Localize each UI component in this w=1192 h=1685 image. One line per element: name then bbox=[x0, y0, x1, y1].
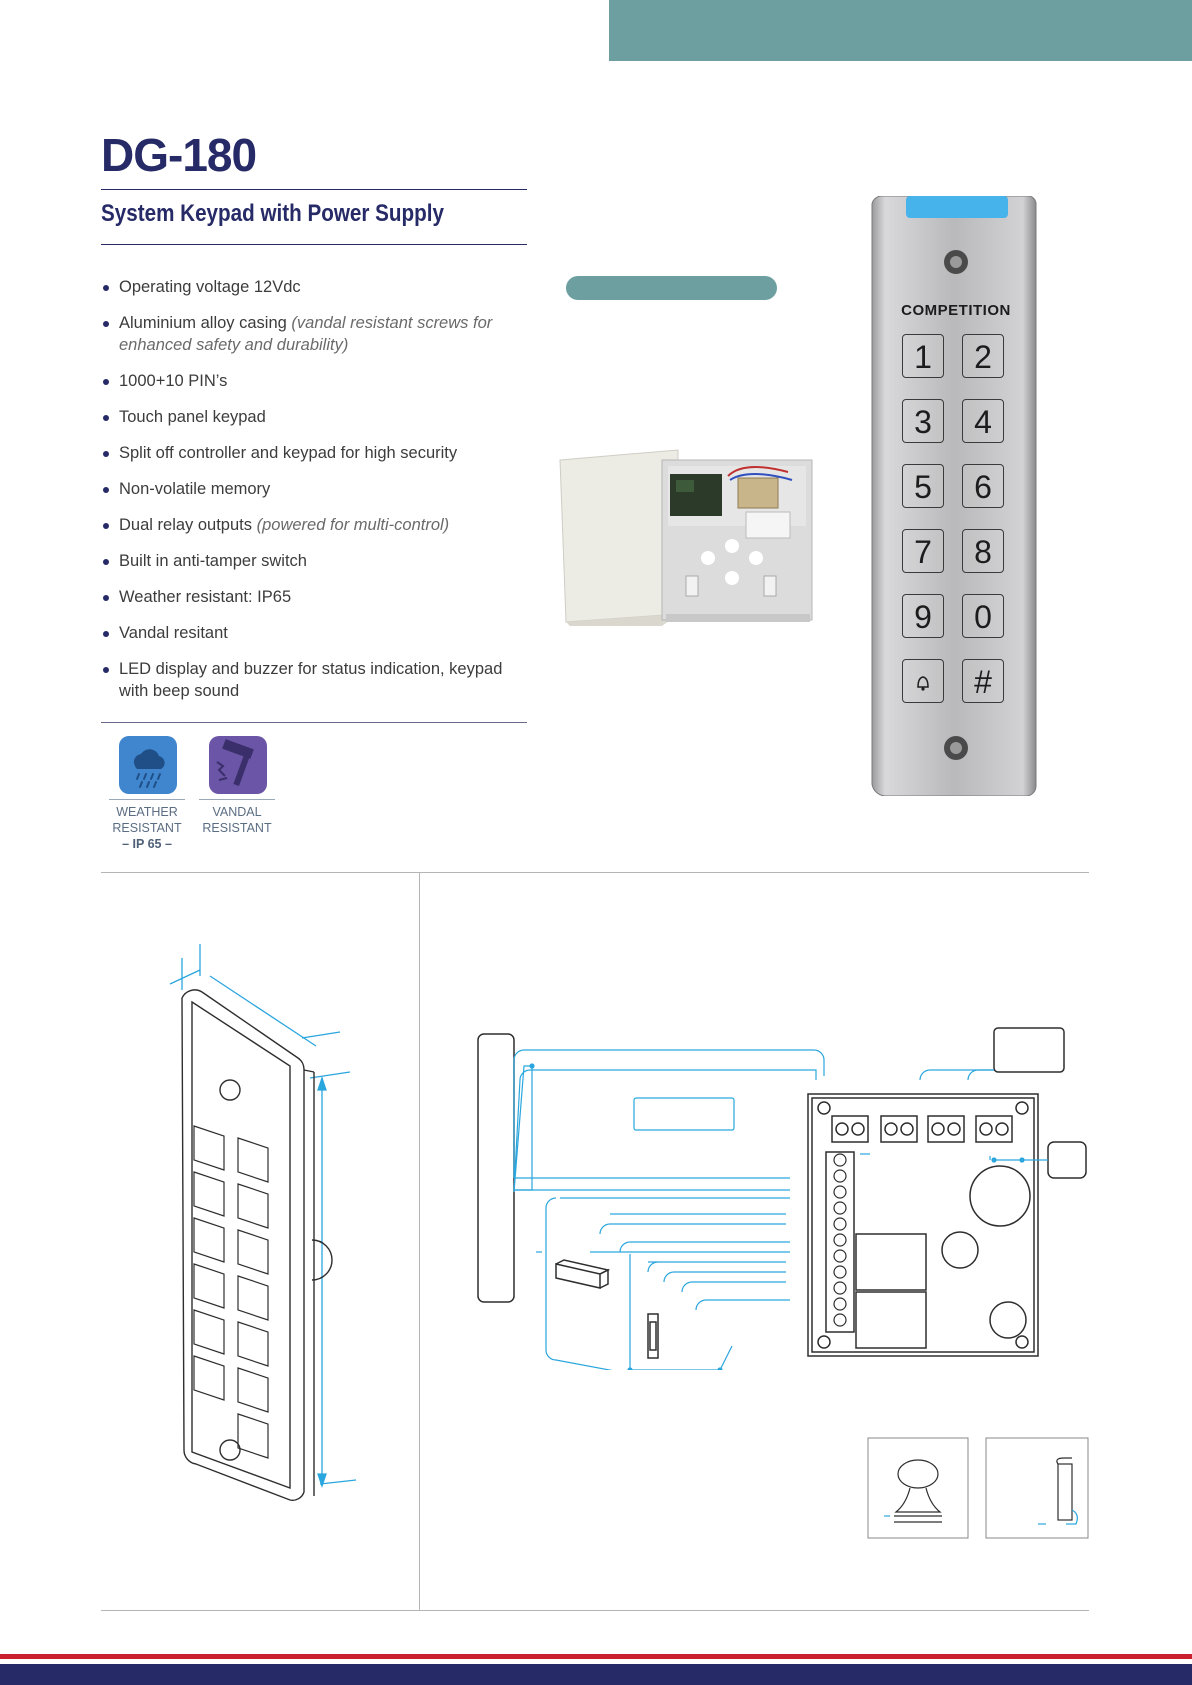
vandal-resistant-caption: VANDAL RESISTANT bbox=[199, 799, 275, 836]
bell-key bbox=[902, 659, 944, 703]
title-rule bbox=[101, 189, 527, 190]
feature-item: LED display and buzzer for status indica… bbox=[101, 658, 531, 702]
feature-item: Vandal resitant bbox=[101, 622, 531, 644]
drawing-key bbox=[237, 1321, 269, 1367]
drawing-key bbox=[193, 1171, 225, 1217]
keypad-key: # bbox=[962, 659, 1004, 703]
terminal-screw bbox=[833, 1233, 847, 1247]
drawing-key bbox=[193, 1125, 225, 1171]
feature-rule bbox=[101, 722, 527, 723]
keypad-key: 3 bbox=[902, 399, 944, 443]
terminal-screw bbox=[833, 1249, 847, 1263]
tamper-switch-outline bbox=[1047, 1141, 1087, 1179]
terminal-screw bbox=[833, 1313, 847, 1327]
terminal-screw bbox=[833, 1185, 847, 1199]
product-subtitle: System Keypad with Power Supply bbox=[101, 200, 444, 227]
wiring-diagram bbox=[477, 1027, 1087, 1370]
feature-list: Operating voltage 12Vdc Aluminium alloy … bbox=[101, 276, 531, 716]
feature-item: Operating voltage 12Vdc bbox=[101, 276, 531, 298]
drawing-key bbox=[237, 1275, 269, 1321]
keypad-key: 5 bbox=[902, 464, 944, 508]
terminal-screw bbox=[833, 1281, 847, 1295]
drawing-key bbox=[193, 1217, 225, 1263]
terminal-box-outline bbox=[993, 1027, 1065, 1073]
keypad-key: 2 bbox=[962, 334, 1004, 378]
feature-item: Weather resistant: IP65 bbox=[101, 586, 531, 608]
terminal-screw bbox=[833, 1169, 847, 1183]
keypad-key: 8 bbox=[962, 529, 1004, 573]
controller-board-outline bbox=[807, 1093, 1039, 1357]
exit-button-icon bbox=[894, 1459, 942, 1523]
vandal-resistant-badge bbox=[209, 736, 267, 794]
dimension-drawing bbox=[169, 944, 357, 1501]
terminal-screw bbox=[833, 1201, 847, 1215]
drawing-key bbox=[237, 1183, 269, 1229]
keypad-brand-label: COMPETITION bbox=[901, 302, 1011, 319]
door-sensor-icon bbox=[1056, 1457, 1073, 1521]
terminal-screw bbox=[833, 1217, 847, 1231]
terminal-screw bbox=[833, 1153, 847, 1167]
keypad-key: 7 bbox=[902, 529, 944, 573]
terminal-screw bbox=[833, 1297, 847, 1311]
weather-resistant-badge bbox=[119, 736, 177, 794]
subtitle-rule bbox=[101, 244, 527, 245]
drawing-key bbox=[193, 1309, 225, 1355]
top-banner bbox=[609, 0, 1192, 61]
feature-item: Touch panel keypad bbox=[101, 406, 531, 428]
section-divider-vertical bbox=[419, 872, 420, 1610]
drawing-key bbox=[193, 1263, 225, 1309]
footer-accent-bar bbox=[0, 1654, 1192, 1659]
drawing-key bbox=[237, 1367, 269, 1413]
hammer-icon bbox=[216, 739, 254, 787]
keypad-key: 1 bbox=[902, 334, 944, 378]
feature-item: Aluminium alloy casing (vandal resistant… bbox=[101, 312, 531, 356]
rain-cloud-icon bbox=[133, 749, 165, 788]
drawing-key bbox=[193, 1355, 225, 1401]
section-divider-top bbox=[101, 872, 1089, 873]
section-divider-bottom bbox=[101, 1610, 1089, 1611]
feature-item: Non-volatile memory bbox=[101, 478, 531, 500]
weather-resistant-caption: WEATHER RESISTANT – IP 65 – bbox=[109, 799, 185, 852]
footer-bar bbox=[0, 1664, 1192, 1685]
product-code: DG-180 bbox=[101, 129, 257, 181]
keypad-unit-outline bbox=[477, 1033, 515, 1303]
keypad-key: 6 bbox=[962, 464, 1004, 508]
terminal-screw bbox=[833, 1265, 847, 1279]
feature-item: Split off controller and keypad for high… bbox=[101, 442, 531, 464]
feature-item: Dual relay outputs (powered for multi-co… bbox=[101, 514, 531, 536]
drawing-key bbox=[237, 1413, 269, 1459]
keypad-key: 4 bbox=[962, 399, 1004, 443]
feature-item: 1000+10 PIN’s bbox=[101, 370, 531, 392]
power-supply-box-image bbox=[559, 449, 813, 626]
keypad-key: 0 bbox=[962, 594, 1004, 638]
detail-boxes bbox=[867, 1437, 1089, 1539]
drawing-key bbox=[237, 1229, 269, 1275]
section-pill bbox=[566, 276, 777, 300]
keypad-key: 9 bbox=[902, 594, 944, 638]
led-indicator bbox=[906, 196, 1008, 218]
feature-item: Built in anti-tamper switch bbox=[101, 550, 531, 572]
drawing-key bbox=[237, 1137, 269, 1183]
bell-icon bbox=[917, 676, 929, 691]
